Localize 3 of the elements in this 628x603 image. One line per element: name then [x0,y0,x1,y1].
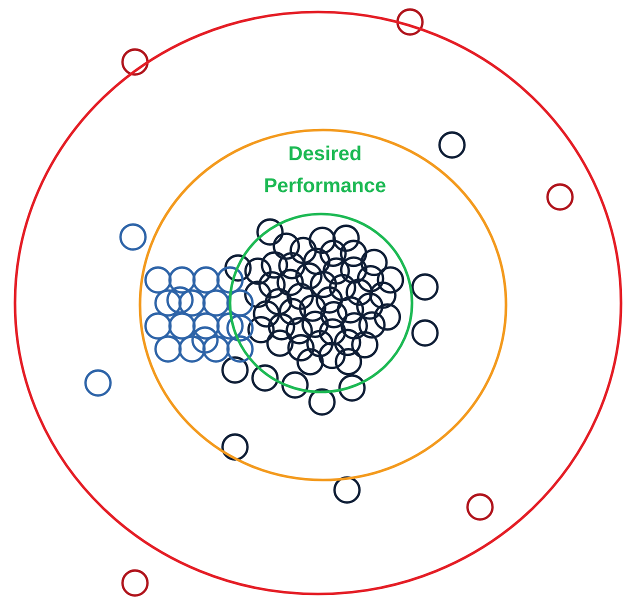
outer-ring [14,10,622,596]
heading: Desired Performance [265,146,386,192]
middle-ring [138,128,508,482]
